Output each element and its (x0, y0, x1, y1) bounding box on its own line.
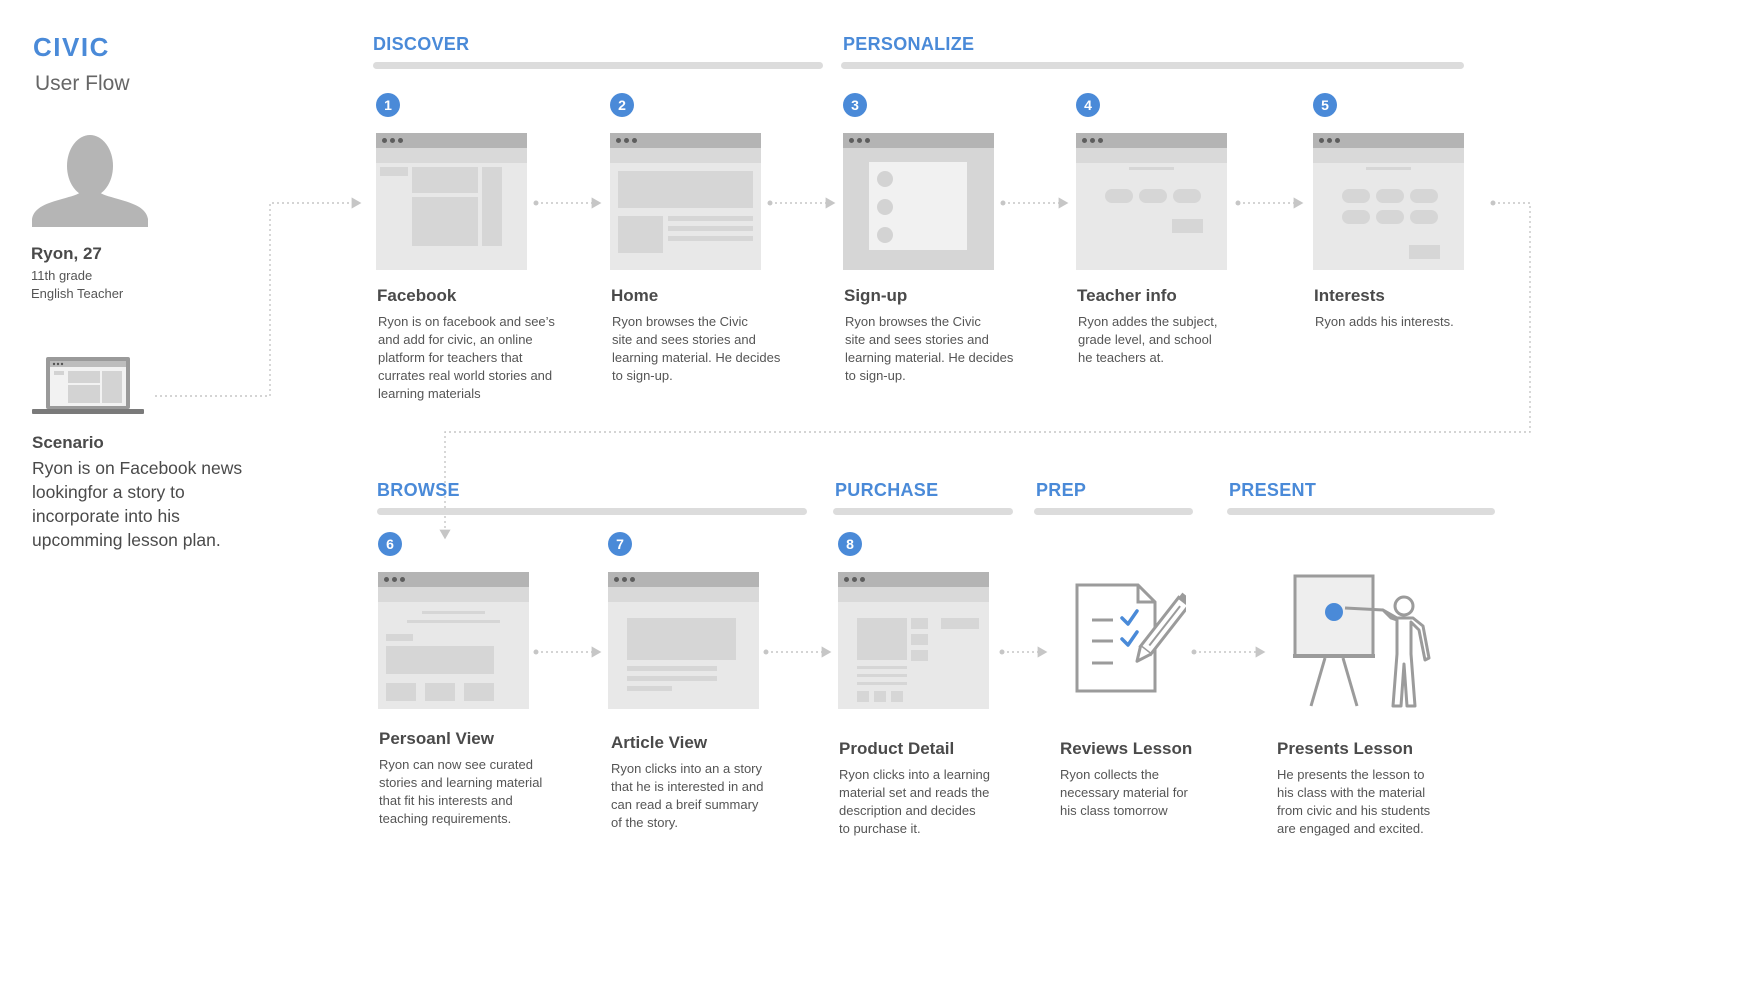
phase-purchase-label: PURCHASE (835, 480, 939, 500)
checklist-pencil-icon (1075, 583, 1186, 693)
step-6-title: Persoanl View (379, 729, 494, 748)
wireframe-signup (843, 133, 994, 270)
phase-browse-bar (377, 508, 807, 515)
user-silhouette-icon (32, 135, 148, 227)
phase-personalize-label: PERSONALIZE (843, 34, 975, 54)
scenario-text: Ryon is on Facebook news lookingfor a st… (32, 458, 243, 550)
step-2-number: 2 (610, 93, 634, 117)
scenario-title: Scenario (32, 433, 104, 452)
connector-5-6 (439, 202, 1531, 540)
laptop-icon (32, 357, 144, 414)
phase-discover-label: DISCOVER (373, 34, 470, 54)
step-10-title: Presents Lesson (1277, 739, 1414, 758)
step-9-title: Reviews Lesson (1060, 739, 1193, 758)
step-4-number: 4 (1076, 93, 1100, 117)
step-5-description: Ryon adds his interests. (1315, 314, 1454, 329)
phase-prep-label: PREP (1036, 480, 1087, 500)
wireframe-teacher-info (1076, 133, 1227, 270)
step-2-title: Home (611, 286, 659, 305)
phase-discover-bar (373, 62, 823, 69)
phase-present-bar (1227, 508, 1495, 515)
wireframe-personal-view (378, 572, 529, 709)
wireframe-product-detail (838, 572, 989, 709)
phase-browse-label: BROWSE (377, 480, 460, 500)
connector-scenario-to-step1 (155, 197, 362, 397)
brand-title: CIVIC (33, 32, 110, 62)
step-4-title: Teacher info (1077, 286, 1177, 305)
phase-purchase-bar (833, 508, 1013, 515)
step-4-description: Ryon addes the subject,grade level, and … (1078, 314, 1218, 365)
phase-personalize-bar (841, 62, 1464, 69)
step-1-number: 1 (376, 93, 400, 117)
step-6-number: 6 (378, 532, 402, 556)
step-1-title: Facebook (377, 286, 457, 305)
step-5-number: 5 (1313, 93, 1337, 117)
phase-present-label: PRESENT (1229, 480, 1317, 500)
step-8-title: Product Detail (839, 739, 955, 758)
step-8-number: 8 (838, 532, 862, 556)
persona-grade: 11th grade (31, 268, 93, 283)
wireframe-home (610, 133, 761, 270)
wireframe-interests (1313, 133, 1464, 270)
wireframe-article-view (608, 572, 759, 709)
phase-prep-bar (1034, 508, 1193, 515)
step-5-title: Interests (1314, 286, 1385, 305)
page-subtitle: User Flow (35, 72, 130, 95)
step-3-title: Sign-up (844, 286, 908, 305)
step-7-number: 7 (608, 532, 632, 556)
step-3-number: 3 (843, 93, 867, 117)
wireframe-facebook (376, 133, 527, 270)
persona-role: English Teacher (31, 286, 124, 301)
teacher-presenting-icon (1293, 574, 1431, 708)
step-7-title: Article View (611, 733, 708, 752)
persona-name: Ryon, 27 (31, 244, 102, 263)
